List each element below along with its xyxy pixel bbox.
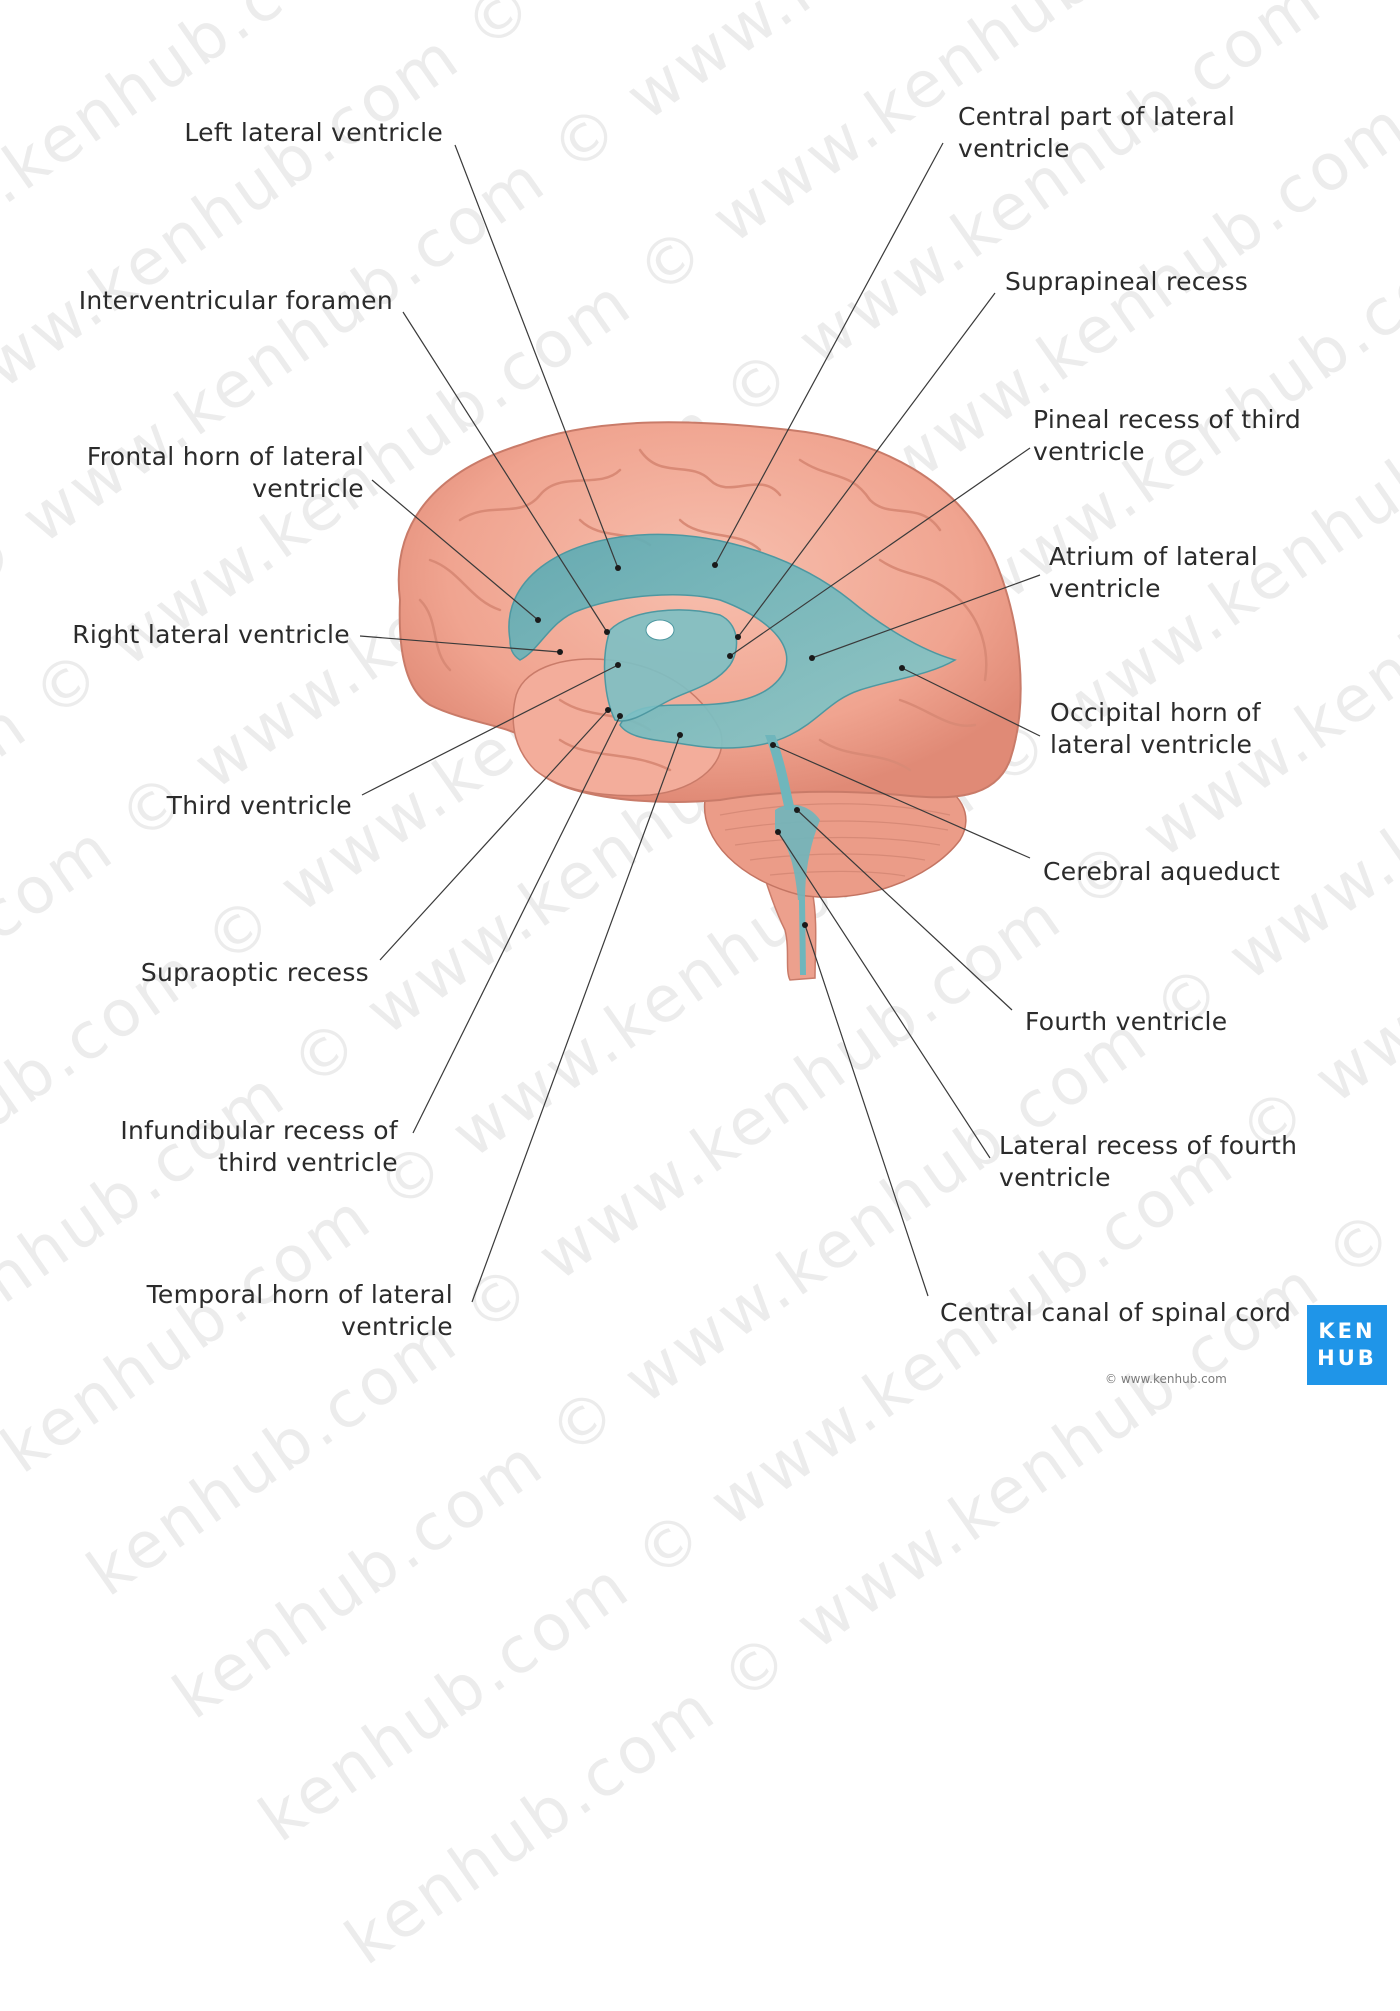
label-central-canal: Central canal of spinal cord xyxy=(940,1298,1292,1327)
label-suprapineal-recess: Suprapineal recess xyxy=(1005,267,1249,296)
label-occipital-horn: Occipital horn of lateral ventricle xyxy=(1050,698,1261,759)
gyri xyxy=(418,448,988,772)
leader-dots xyxy=(535,562,905,928)
label-right-lateral-ventricle: Right lateral ventricle xyxy=(72,620,350,649)
brain-illustration xyxy=(359,142,1041,1303)
label-frontal-horn: Frontal horn of lateral ventricle xyxy=(86,442,364,503)
label-cerebral-aqueduct: Cerebral aqueduct xyxy=(1043,857,1281,886)
label-interventricular-foramen: Interventricular foramen xyxy=(78,286,393,315)
fourth-ventricle-shape xyxy=(775,804,820,900)
label-atrium: Atrium of lateral ventricle xyxy=(1049,542,1258,603)
label-left-lateral-ventricle: Left lateral ventricle xyxy=(184,118,443,147)
kenhub-logo: KEN HUB xyxy=(1307,1305,1387,1385)
leader-lines xyxy=(359,142,1041,1303)
label-central-part: Central part of lateral ventricle xyxy=(958,102,1236,163)
label-pineal-recess: Pineal recess of third ventricle xyxy=(1033,405,1302,466)
label-temporal-horn: Temporal horn of lateral ventricle xyxy=(146,1280,453,1341)
label-supraoptic-recess: Supraoptic recess xyxy=(140,958,369,987)
central-canal-shape xyxy=(799,900,806,975)
label-infundibular-recess: Infundibular recess of third ventricle xyxy=(120,1116,398,1177)
cerebellum-folia xyxy=(719,803,951,877)
copyright-text: © www.kenhub.com xyxy=(1105,1372,1227,1386)
interthalamic-adhesion xyxy=(645,619,675,641)
label-fourth-ventricle: Fourth ventricle xyxy=(1025,1007,1228,1036)
label-third-ventricle: Third ventricle xyxy=(166,791,352,820)
lateral-ventricle-shape xyxy=(508,533,957,749)
aqueduct-shape xyxy=(765,735,795,810)
label-lateral-recess: Lateral recess of fourth ventricle xyxy=(999,1131,1298,1192)
